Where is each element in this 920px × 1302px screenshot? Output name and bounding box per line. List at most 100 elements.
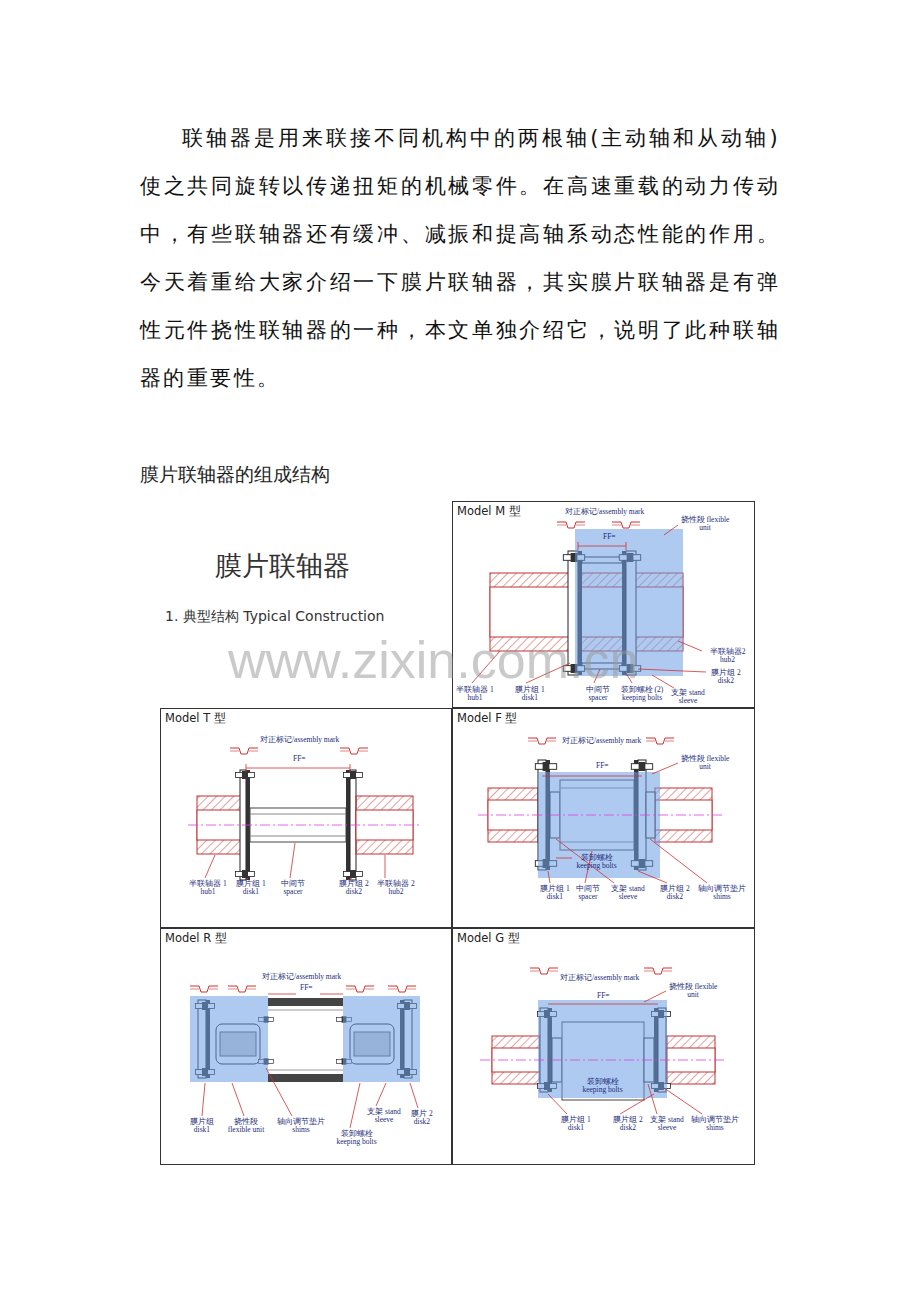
use-shape bbox=[228, 986, 256, 992]
use-shape bbox=[236, 771, 255, 779]
part-label: 膜片组 2 disk2 bbox=[336, 880, 372, 897]
line-shape bbox=[638, 669, 706, 672]
dimension-label: FF= bbox=[293, 755, 306, 763]
line-shape bbox=[620, 1094, 654, 1114]
assembly-mark-label: 对正标记/assembly mark bbox=[562, 737, 641, 745]
line-shape bbox=[290, 843, 295, 878]
line-shape bbox=[578, 542, 579, 550]
use-shape bbox=[612, 522, 640, 528]
line-shape bbox=[268, 1070, 343, 1071]
use-shape bbox=[644, 968, 672, 974]
part-label: 轴向调节垫片 shims bbox=[690, 1116, 740, 1133]
rect-shape bbox=[538, 772, 660, 878]
line-shape bbox=[548, 1004, 658, 1005]
model-r-drawing bbox=[190, 986, 420, 1128]
line-shape bbox=[644, 991, 666, 1002]
line-shape bbox=[548, 871, 550, 883]
line-shape bbox=[232, 1083, 244, 1116]
part-label: 支架 stand sleeve bbox=[362, 1108, 406, 1125]
part-label: 膜片组 1 disk1 bbox=[233, 880, 269, 897]
part-label: 挠性段 flexible unit bbox=[680, 755, 730, 772]
line-shape bbox=[266, 1068, 292, 1116]
line-shape bbox=[246, 764, 247, 772]
line-shape bbox=[480, 1060, 727, 1061]
watermark: www.zixin.com.cn bbox=[228, 630, 638, 690]
use-shape bbox=[190, 986, 218, 992]
part-label: 半联轴器 1 hub1 bbox=[188, 880, 228, 897]
rect-shape bbox=[268, 1074, 343, 1082]
assembly-mark-label: 对正标记/assembly mark bbox=[560, 974, 639, 982]
part-label: 支架 stand sleeve bbox=[606, 885, 650, 902]
g-shape bbox=[548, 991, 702, 1114]
line-shape bbox=[650, 839, 707, 883]
line-shape bbox=[350, 1083, 360, 1128]
part-label: 半联轴器2 hub2 bbox=[705, 648, 750, 665]
part-label: 装卸螺栓 keeping bolts bbox=[580, 1078, 625, 1095]
use-shape bbox=[528, 738, 556, 744]
use-shape bbox=[530, 968, 558, 974]
use-shape bbox=[557, 522, 585, 528]
line-shape bbox=[250, 836, 346, 837]
dimension-label: FF= bbox=[596, 762, 609, 770]
panel-heading: Model R 型 bbox=[165, 931, 227, 946]
figure-title: 膜片联轴器 bbox=[215, 548, 350, 584]
part-label: 膜片 2 disk2 bbox=[406, 1110, 438, 1127]
part-label: 支架 stand sleeve bbox=[645, 1116, 689, 1133]
panel-heading: Model F 型 bbox=[457, 711, 517, 726]
use-shape bbox=[388, 986, 416, 992]
part-label: 支架 stand sleeve bbox=[668, 689, 708, 706]
part-label: 挠性段 flexible unit bbox=[222, 1118, 270, 1135]
line-shape bbox=[188, 825, 422, 826]
line-shape bbox=[548, 1094, 567, 1114]
assembly-mark-label: 对正标记/assembly mark bbox=[260, 736, 339, 744]
rect-shape bbox=[538, 1000, 667, 1098]
body-paragraph: 联轴器是用来联接不同机构中的两根轴(主动轴和从动轴)使之共同旋转以传递扭矩的机械… bbox=[140, 114, 780, 402]
line-shape bbox=[250, 814, 346, 815]
line-shape bbox=[376, 1083, 386, 1106]
model-t-drawing bbox=[188, 748, 422, 880]
rect-shape bbox=[343, 996, 420, 1082]
line-shape bbox=[205, 855, 215, 878]
panel-heading: Model T 型 bbox=[165, 711, 226, 726]
part-label: 中间节 spacer bbox=[573, 885, 603, 902]
line-shape bbox=[578, 546, 626, 547]
line-shape bbox=[664, 525, 678, 535]
assembly-mark-label: 对正标记/assembly mark bbox=[262, 973, 341, 981]
g-shape bbox=[205, 843, 385, 880]
line-shape bbox=[638, 871, 667, 883]
part-label: 轴向调节垫片 shims bbox=[697, 885, 747, 902]
line-shape bbox=[268, 994, 296, 995]
part-label: 装卸螺栓 keeping bolts bbox=[334, 1130, 379, 1147]
use-shape bbox=[230, 748, 258, 754]
use-shape bbox=[346, 986, 374, 992]
rect-shape bbox=[268, 998, 343, 1006]
use-shape bbox=[344, 870, 363, 878]
use-shape bbox=[344, 771, 363, 779]
line-shape bbox=[478, 815, 724, 816]
use-shape bbox=[631, 762, 652, 771]
part-label: 装卸螺栓 keeping bolts bbox=[574, 854, 619, 871]
part-label: 膜片组 1 disk1 bbox=[558, 1116, 594, 1133]
assembly-mark-label: 对正标记/assembly mark bbox=[565, 508, 644, 516]
part-label: 膜片组 2 disk2 bbox=[708, 669, 744, 686]
line-shape bbox=[268, 1010, 343, 1011]
line-shape bbox=[202, 1083, 205, 1116]
rect-shape bbox=[190, 996, 268, 1082]
line-shape bbox=[648, 1084, 657, 1114]
line-shape bbox=[626, 542, 627, 550]
line-shape bbox=[664, 1088, 702, 1114]
use-shape bbox=[340, 748, 368, 754]
part-label: 膜片组 2 disk2 bbox=[657, 885, 693, 902]
panel-heading: Model G 型 bbox=[457, 931, 520, 946]
dimension-label: FF= bbox=[300, 984, 313, 992]
dimension-label: FF= bbox=[597, 992, 610, 1000]
part-label: 膜片组 2 disk2 bbox=[610, 1116, 646, 1133]
use-shape bbox=[535, 762, 556, 771]
g-shape bbox=[548, 763, 707, 883]
line-shape bbox=[678, 641, 702, 651]
use-shape bbox=[236, 870, 255, 878]
part-label: 挠性段 flexible unit bbox=[680, 516, 730, 533]
line-shape bbox=[246, 768, 350, 769]
panel-heading: Model M 型 bbox=[457, 504, 521, 519]
